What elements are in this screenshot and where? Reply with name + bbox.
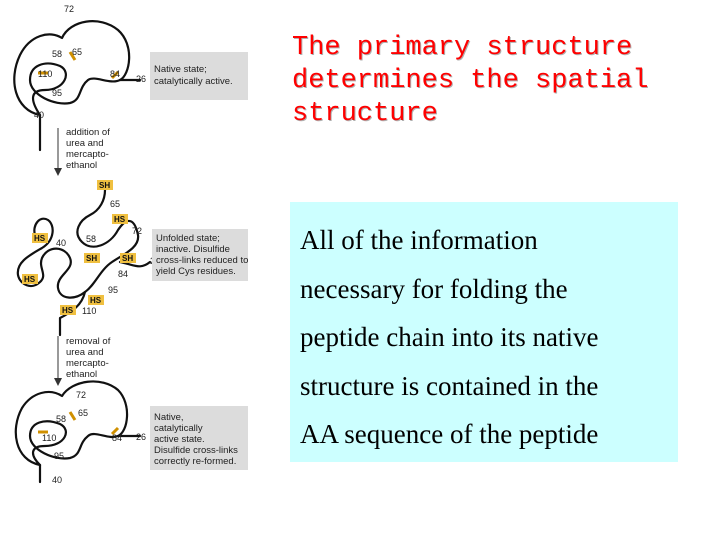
cys-label: HS <box>62 306 74 315</box>
renature-arrow: removal of urea and mercapto- ethanol <box>54 336 111 386</box>
svg-text:urea and: urea and <box>66 138 104 149</box>
svg-text:cross-links reduced to: cross-links reduced to <box>156 255 248 266</box>
residue-label: 26 <box>136 74 146 84</box>
slide-title: The primary structure determines the spa… <box>292 32 702 131</box>
svg-text:yield Cys residues.: yield Cys residues. <box>156 266 236 277</box>
svg-text:addition of: addition of <box>66 127 110 138</box>
svg-text:72: 72 <box>132 226 142 236</box>
caption-line: catalytically active. <box>154 76 233 87</box>
svg-text:urea and: urea and <box>66 347 104 358</box>
info-line: AA sequence of the peptide <box>300 410 670 459</box>
caption-line: Native state; <box>154 64 207 75</box>
residue-label: 40 <box>34 110 44 120</box>
residue-label: 95 <box>52 88 62 98</box>
svg-text:Unfolded state;: Unfolded state; <box>156 233 220 244</box>
denature-arrow: addition of urea and mercapto- ethanol <box>54 127 110 176</box>
svg-text:40: 40 <box>52 475 62 485</box>
svg-text:ethanol: ethanol <box>66 369 97 380</box>
svg-text:mercapto-: mercapto- <box>66 149 109 160</box>
svg-text:mercapto-: mercapto- <box>66 358 109 369</box>
residue-label: 110 <box>38 69 52 79</box>
svg-text:removal of: removal of <box>66 336 111 347</box>
unfolded-state-diagram: SH HS HS SH SH HS HS HS 65 72 40 58 84 2… <box>18 180 249 335</box>
cys-label: HS <box>114 215 126 224</box>
svg-text:95: 95 <box>108 285 118 295</box>
refolded-state-diagram: 72 58 65 110 84 26 95 40 Native, catalyt… <box>16 381 248 485</box>
svg-text:110: 110 <box>82 306 96 316</box>
residue-label: 84 <box>110 69 120 79</box>
svg-text:84: 84 <box>118 269 128 279</box>
native-state-diagram: 72 58 65 110 84 26 95 40 Native state; c… <box>14 4 248 150</box>
cys-label: HS <box>90 296 102 305</box>
svg-text:72: 72 <box>76 390 86 400</box>
svg-text:correctly re-formed.: correctly re-formed. <box>154 456 236 467</box>
protein-folding-figure: 72 58 65 110 84 26 95 40 Native state; c… <box>0 0 260 500</box>
info-line: All of the information <box>300 216 670 265</box>
svg-text:active state.: active state. <box>154 434 205 445</box>
svg-text:84: 84 <box>112 433 122 443</box>
svg-text:ethanol: ethanol <box>66 160 97 171</box>
cys-label: HS <box>24 275 36 284</box>
svg-text:65: 65 <box>78 408 88 418</box>
svg-text:catalytically: catalytically <box>154 423 203 434</box>
info-box: All of the information necessary for fol… <box>290 202 678 462</box>
svg-text:58: 58 <box>56 414 66 424</box>
cys-label: SH <box>86 254 97 263</box>
residue-label: 58 <box>52 49 62 59</box>
info-line: peptide chain into its native <box>300 313 670 362</box>
svg-text:95: 95 <box>54 451 64 461</box>
svg-text:110: 110 <box>42 433 56 443</box>
svg-text:58: 58 <box>86 234 96 244</box>
info-line: structure is contained in the <box>300 362 670 411</box>
cys-label: SH <box>122 254 133 263</box>
svg-text:40: 40 <box>56 238 66 248</box>
svg-text:Native,: Native, <box>154 412 184 423</box>
residue-label: 65 <box>72 47 82 57</box>
svg-text:65: 65 <box>110 199 120 209</box>
svg-text:26: 26 <box>136 432 146 442</box>
cys-label: SH <box>99 181 110 190</box>
cys-label: HS <box>34 234 46 243</box>
residue-label: 72 <box>64 4 74 14</box>
svg-text:Disulfide cross-links: Disulfide cross-links <box>154 445 238 456</box>
info-line: necessary for folding the <box>300 265 670 314</box>
svg-text:inactive. Disulfide: inactive. Disulfide <box>156 244 230 255</box>
